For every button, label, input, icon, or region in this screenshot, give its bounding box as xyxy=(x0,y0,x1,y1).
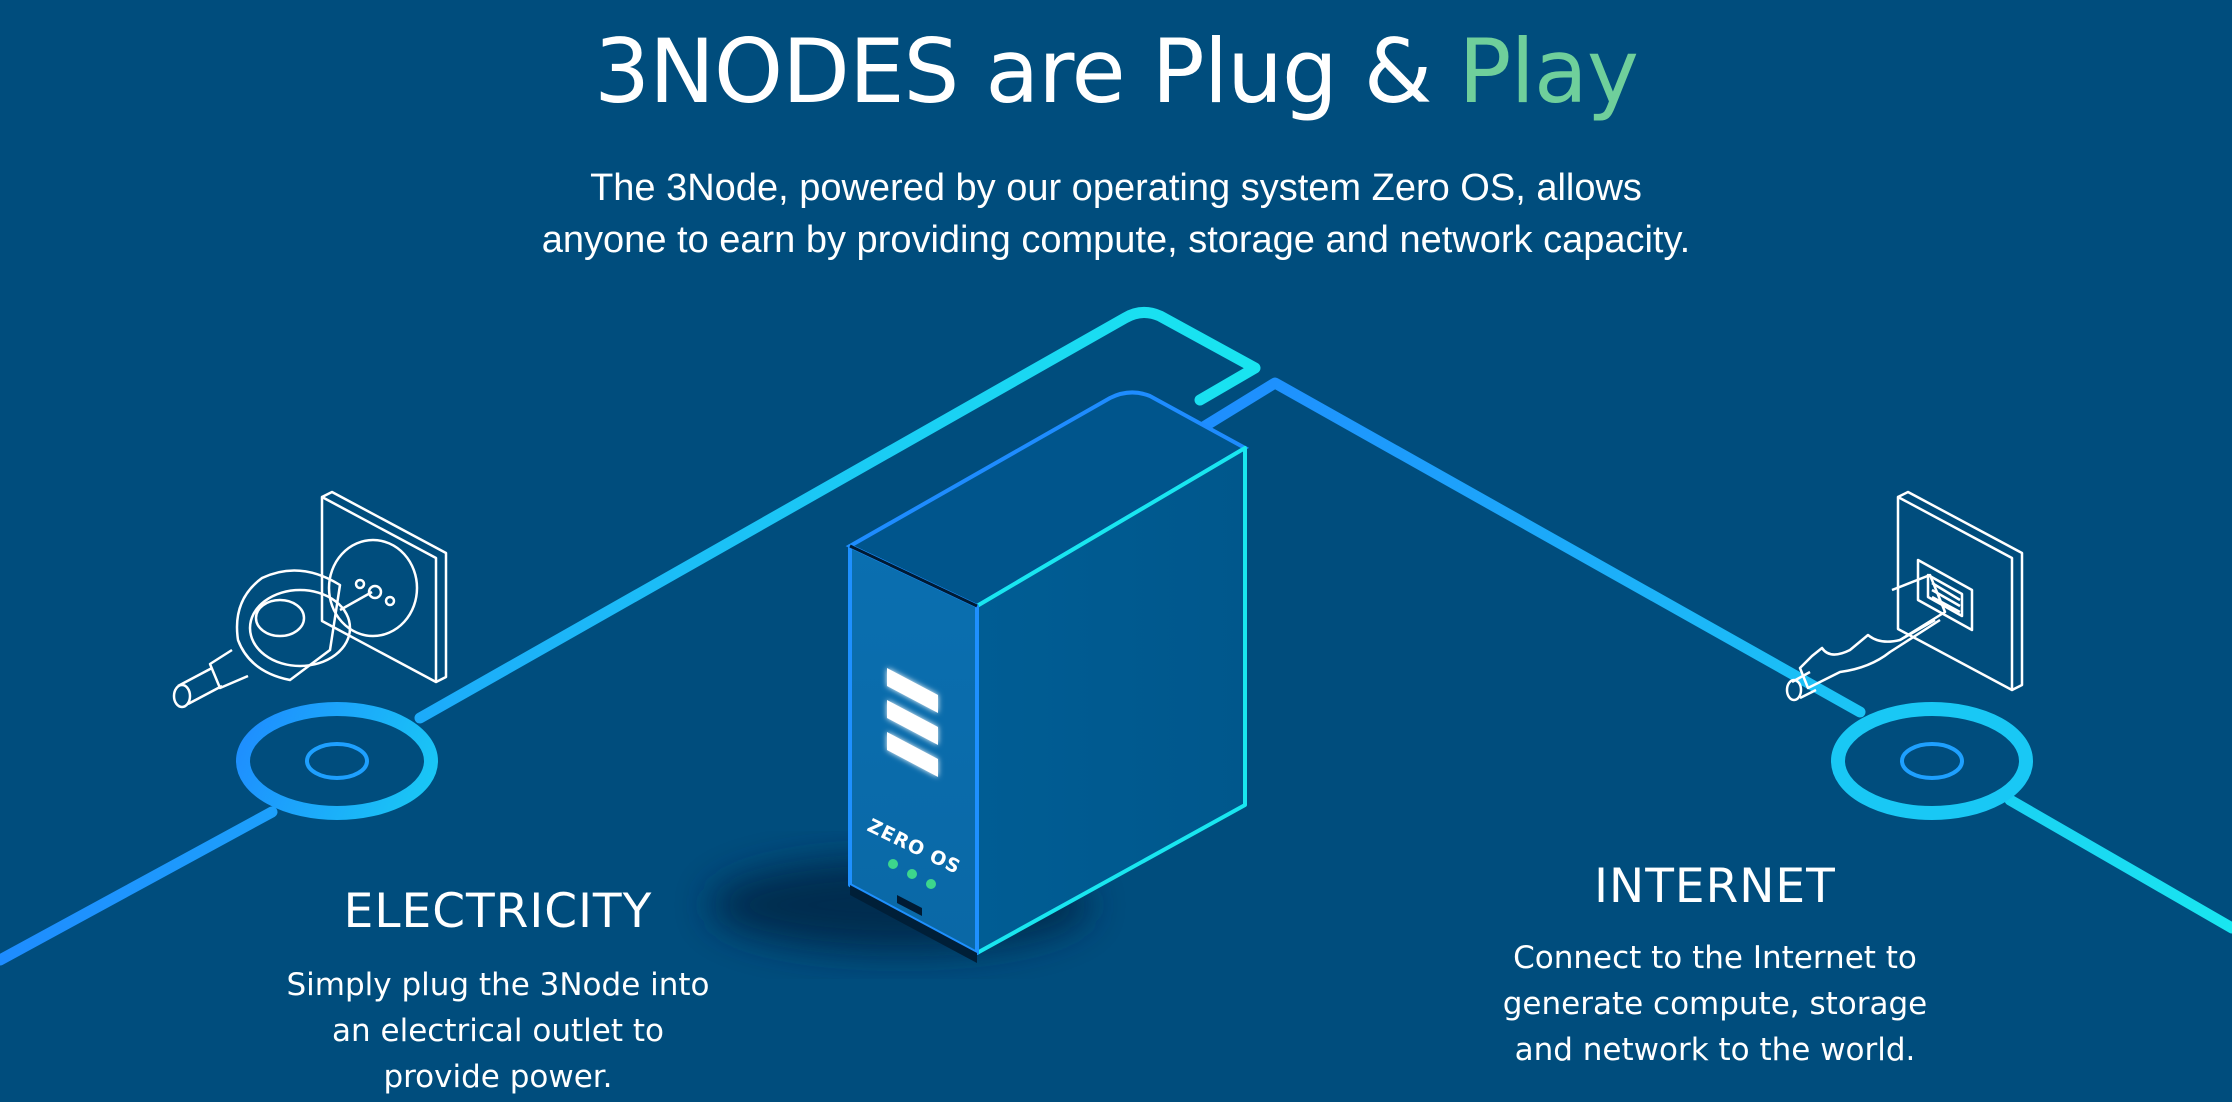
status-led xyxy=(907,869,917,879)
description-line: generate compute, storage xyxy=(1502,986,1928,1022)
threenode-device: ZERO OS xyxy=(710,390,1250,963)
usb-port xyxy=(897,895,922,916)
description-line: and network to the world. xyxy=(1514,1032,1916,1068)
network-cable xyxy=(1199,377,2232,934)
description-line: an electrical outlet to xyxy=(332,1013,664,1049)
title-main: 3NODES are Plug & xyxy=(594,20,1459,123)
power-outlet-plug-icon xyxy=(172,490,448,709)
subtitle-line: The 3Node, powered by our operating syst… xyxy=(590,167,1642,209)
internet-description: Connect to the Internet to generate comp… xyxy=(1465,935,1965,1073)
electricity-description: Simply plug the 3Node into an electrical… xyxy=(248,962,748,1100)
page-subtitle: The 3Node, powered by our operating syst… xyxy=(416,162,1816,266)
description-line: provide power. xyxy=(383,1059,613,1095)
threefold-logo-icon xyxy=(887,668,938,777)
ethernet-plug-icon xyxy=(1785,490,2024,702)
power-ring xyxy=(236,702,438,820)
internet-title: INTERNET xyxy=(1594,859,1836,914)
description-line: Simply plug the 3Node into xyxy=(286,967,710,1003)
network-ring xyxy=(1831,702,2033,820)
electricity-title: ELECTRICITY xyxy=(343,884,653,939)
status-led xyxy=(926,879,936,889)
subtitle-line: anyone to earn by providing compute, sto… xyxy=(541,219,1691,261)
status-led xyxy=(888,859,898,869)
page-title: 3NODES are Plug & Play xyxy=(0,22,2232,122)
power-cable xyxy=(0,307,1261,966)
title-accent: Play xyxy=(1458,20,1639,123)
description-line: Connect to the Internet to xyxy=(1513,940,1917,976)
